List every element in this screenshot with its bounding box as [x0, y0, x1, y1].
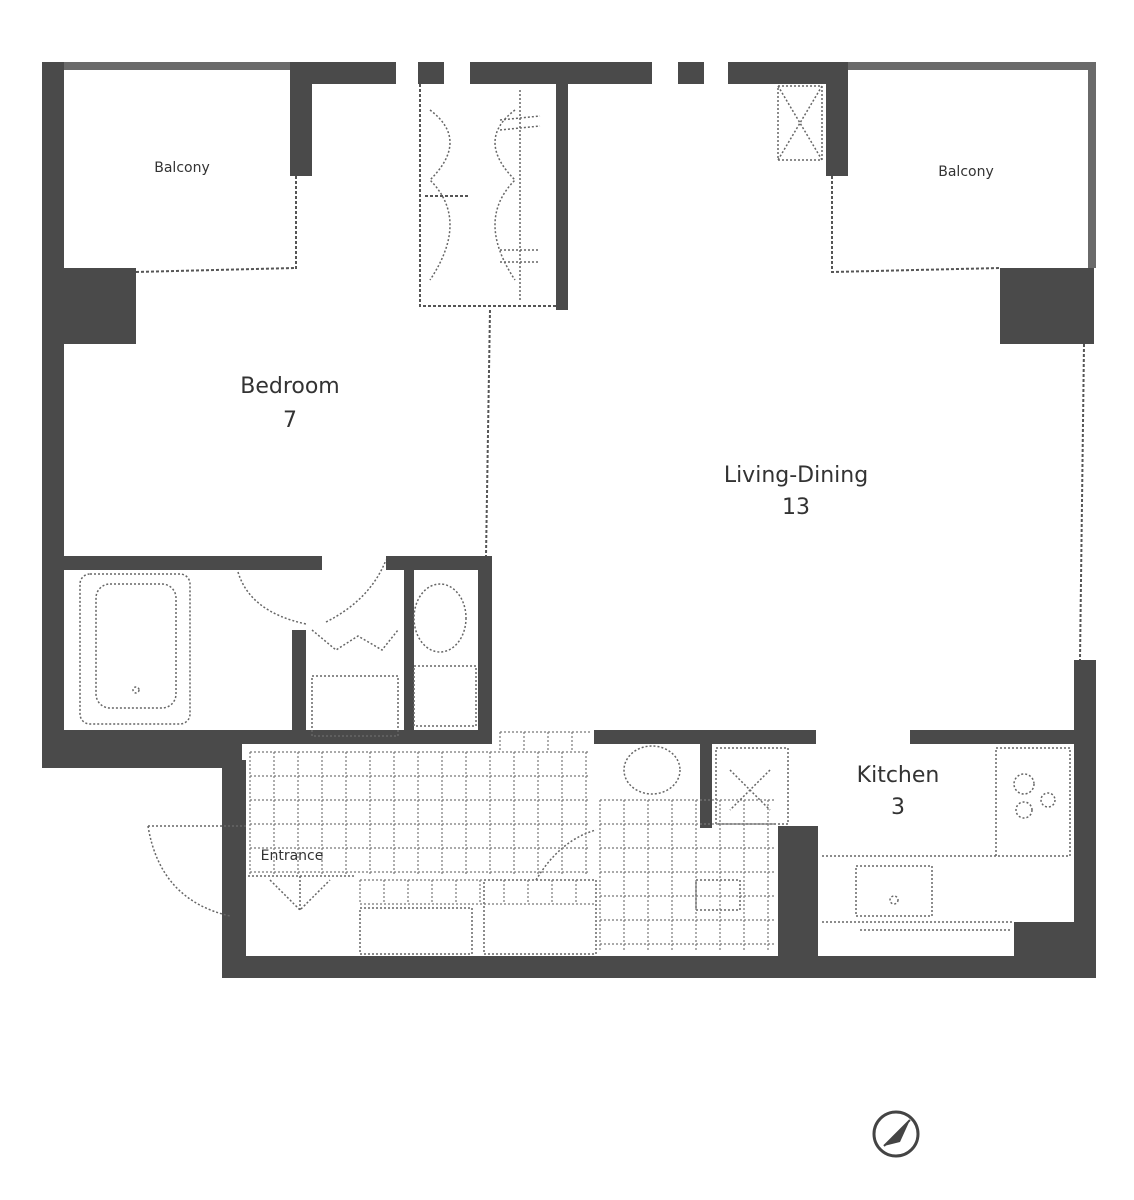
balcony-left-label: Balcony: [154, 160, 210, 176]
room-labels: Balcony Balcony Bedroom 7 Living-Dining …: [154, 160, 994, 864]
living-dining-label: Living-Dining: [724, 463, 868, 488]
interior-lines: [79, 84, 1085, 955]
bedroom-label: Bedroom: [240, 374, 340, 399]
floor-tiles: [249, 731, 776, 952]
balcony-right-label: Balcony: [938, 164, 994, 180]
kitchen-size: 3: [891, 795, 905, 820]
bedroom-size: 7: [283, 408, 297, 433]
entrance-label: Entrance: [261, 848, 324, 864]
kitchen-label: Kitchen: [857, 763, 940, 788]
living-dining-size: 13: [782, 495, 810, 520]
outer-walls: [42, 62, 1096, 978]
compass-icon: [872, 1110, 920, 1158]
